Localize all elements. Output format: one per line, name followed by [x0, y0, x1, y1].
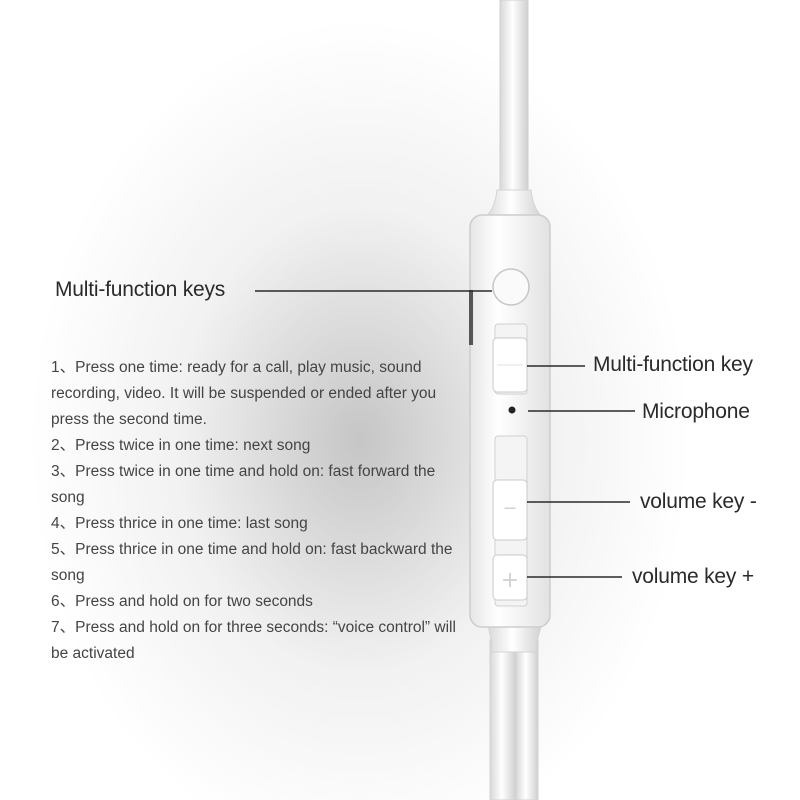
instruction-list: 1、Press one time: ready for a call, play… [51, 355, 471, 667]
minus-icon: − [502, 498, 517, 519]
instruction-item: 3、Press twice in one time and hold on: f… [51, 463, 436, 506]
label-volume-plus: volume key + [632, 565, 754, 588]
label-multi-function-key: Multi-function key [593, 353, 753, 376]
instruction-item: 7、Press and hold on for three seconds: “… [51, 619, 456, 662]
instruction-item: 5、Press thrice in one time and hold on: … [51, 541, 453, 584]
lower-cable-left [489, 639, 517, 800]
instruction-item: 1、Press one time: ready for a call, play… [51, 359, 437, 428]
cable-neck-top [482, 189, 546, 219]
remote-body [469, 214, 551, 628]
instruction-item: 6、Press and hold on for two seconds [51, 593, 313, 610]
instruction-item: 4、Press thrice in one time: last song [51, 515, 308, 532]
label-microphone: Microphone [642, 400, 750, 423]
cable-neck-bottom [486, 621, 544, 653]
label-volume-minus: volume key - [640, 490, 757, 513]
remote-body-edge [469, 290, 473, 345]
microphone-hole-icon [508, 406, 516, 414]
volume-minus-button [492, 479, 528, 541]
upper-cable [499, 0, 529, 196]
instruction-item: 2、Press twice in one time: next song [51, 437, 311, 454]
round-key-icon [492, 268, 530, 306]
lower-cable-right [515, 639, 539, 800]
plus-icon: + [501, 568, 519, 593]
label-multi-function-keys: Multi-function keys [55, 278, 226, 301]
